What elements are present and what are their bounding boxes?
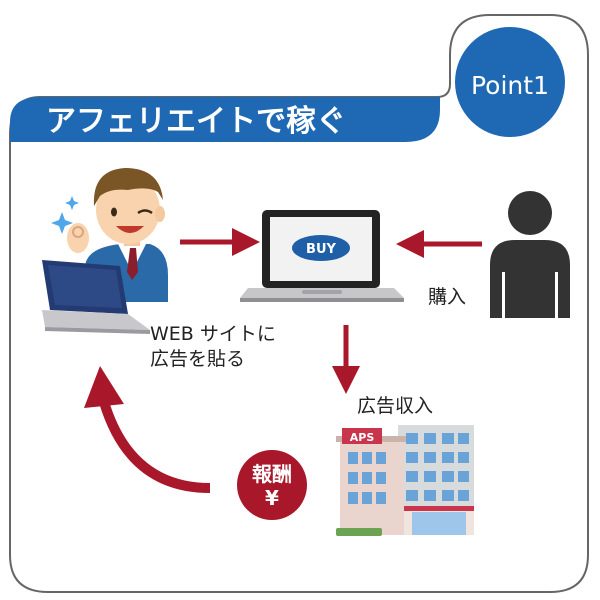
label-post-ads-line2: 広告を貼る [150, 348, 245, 370]
advertiser-building-icon: APS [336, 425, 474, 536]
point-badge: Point1 [455, 27, 565, 137]
title-banner: アフェリエイトで稼ぐ [10, 97, 440, 142]
shop-laptop-icon: BUY [240, 210, 404, 302]
label-post-ads-line1: WEB サイトに [150, 323, 276, 345]
card-frame [9, 14, 589, 593]
page-title: アフェリエイトで稼ぐ [46, 104, 346, 139]
building-sign: APS [350, 431, 375, 444]
label-ad-income: 広告収入 [357, 395, 433, 417]
affiliate-person [51, 168, 168, 302]
arrow-purchase [396, 230, 482, 258]
arrow-post-ad [180, 228, 260, 256]
affiliate-laptop-icon [42, 260, 150, 334]
buy-button-label: BUY [306, 242, 336, 257]
label-purchase: 購入 [428, 286, 466, 308]
arrow-ad-income [332, 325, 360, 394]
arrow-reward [84, 366, 211, 493]
reward-badge: 報酬 ¥ [237, 450, 307, 520]
point-badge-label: Point1 [471, 71, 549, 100]
customer-icon [490, 191, 570, 318]
reward-label: 報酬 [252, 462, 292, 486]
reward-yen-symbol: ¥ [265, 486, 279, 510]
buy-button: BUY [292, 235, 350, 261]
